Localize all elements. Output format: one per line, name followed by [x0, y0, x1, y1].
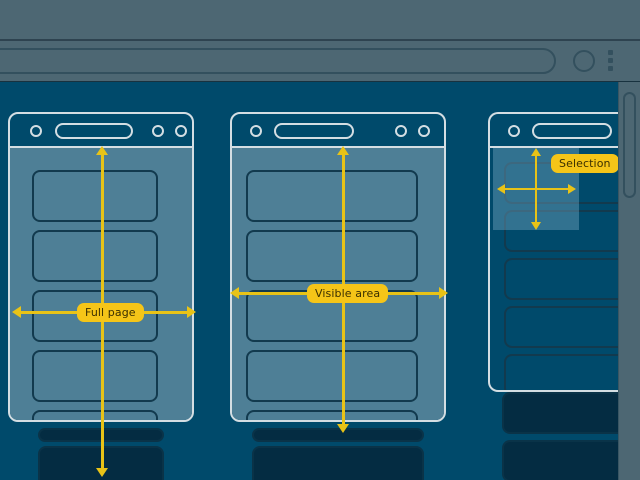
arrow-head-up-icon: [96, 146, 108, 155]
arrow-head-right-icon: [187, 306, 196, 318]
content-block: [246, 230, 418, 282]
arrow-head-down-icon: [96, 468, 108, 477]
browser-tab-strip: [0, 0, 640, 40]
arrow-head-up-icon: [337, 146, 349, 155]
arrow-head-left-icon: [12, 306, 21, 318]
badge-full-page: Full page: [77, 303, 144, 322]
arrow-head-right-icon: [439, 287, 448, 299]
titlebar-url-pill: [274, 123, 354, 139]
window-frame: [8, 112, 194, 422]
vertical-page-scrollbar-thumb[interactable]: [623, 92, 636, 198]
content-block: [32, 350, 158, 402]
arrow-head-down-icon: [337, 424, 349, 433]
content-block: [246, 170, 418, 222]
arrow-head-left-icon: [497, 184, 505, 194]
titlebar-url-pill: [55, 123, 133, 139]
arrow-head-left-icon: [230, 287, 239, 299]
content-block: [504, 210, 638, 252]
titlebar-dot-icon: [508, 125, 520, 137]
titlebar-dot-icon: [250, 125, 262, 137]
content-block: [504, 258, 638, 300]
window-content-area: [232, 148, 444, 420]
badge-selection: Selection: [551, 154, 619, 173]
profile-circle-icon[interactable]: [573, 50, 595, 72]
below-fold-content-visible-area: [238, 416, 438, 480]
window-frame: [230, 112, 446, 422]
titlebar-dot-icon: [395, 125, 407, 137]
capture-mode-full-page[interactable]: [8, 112, 194, 480]
browser-toolbar: [0, 40, 640, 82]
badge-visible-area: Visible area: [307, 284, 389, 303]
content-block: [32, 230, 158, 282]
content-block: [502, 440, 638, 480]
titlebar-url-pill: [532, 123, 612, 139]
three-dot-menu-icon[interactable]: [608, 50, 613, 72]
content-block: [504, 354, 638, 390]
selection-width-arrow: [503, 188, 571, 190]
content-block: [252, 446, 424, 480]
address-bar[interactable]: [0, 48, 556, 74]
arrow-head-down-icon: [531, 222, 541, 230]
titlebar-dot-icon: [152, 125, 164, 137]
capture-mode-selection[interactable]: [488, 112, 638, 480]
content-block: [504, 306, 638, 348]
capture-mode-visible-area[interactable]: [230, 112, 446, 480]
content-block: [502, 392, 638, 434]
content-block: [246, 410, 418, 420]
titlebar-dot-icon: [418, 125, 430, 137]
titlebar-dot-icon: [175, 125, 187, 137]
content-block: [32, 170, 158, 222]
window-title-bar: [10, 114, 192, 148]
arrow-head-right-icon: [568, 184, 576, 194]
arrow-head-up-icon: [531, 148, 541, 156]
window-content-area: [10, 148, 192, 420]
page-viewport: Full page: [0, 82, 640, 480]
titlebar-dot-icon: [30, 125, 42, 137]
content-block: [32, 410, 158, 420]
window-title-bar: [232, 114, 444, 148]
window-title-bar: [490, 114, 638, 148]
content-block: [246, 350, 418, 402]
below-fold-content-selection: [496, 386, 638, 480]
